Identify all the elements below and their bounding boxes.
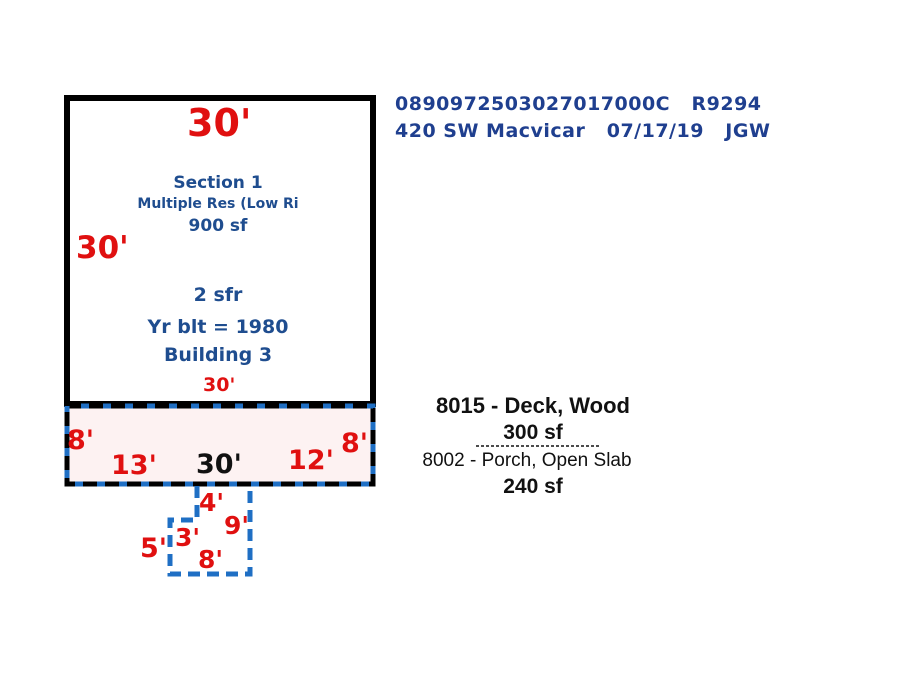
dim-deck-bottom-mid: 30' — [196, 449, 242, 480]
dim-deck-bottom-right: 12' — [288, 445, 334, 476]
section-units: 2 sfr — [193, 284, 243, 306]
dim-main-top: 30' — [187, 101, 252, 145]
legend-porch-code: 8002 - Porch, Open Slab — [422, 450, 632, 471]
deck-outline-blue — [64, 403, 376, 487]
deck-fill — [67, 406, 373, 484]
sketch-date: 07/17/19 — [606, 120, 704, 142]
dim-main-left: 30' — [76, 230, 129, 266]
main-building-outline — [64, 95, 376, 407]
legend-porch-area: 240 sf — [503, 475, 563, 498]
dim-porch-left-outer: 5' — [140, 533, 168, 564]
section-building: Building 3 — [163, 344, 273, 366]
appraiser-initials: JGW — [725, 120, 771, 142]
address: 420 SW Macvicar — [395, 120, 586, 142]
dim-porch-top: 4' — [199, 488, 225, 517]
legend-deck-area: 300 sf — [503, 421, 563, 444]
section-area: 900 sf — [188, 216, 248, 236]
dim-porch-left-inner: 3' — [175, 523, 201, 552]
record-id: R9294 — [691, 93, 762, 115]
dim-porch-right: 9' — [224, 511, 250, 540]
dim-deck-right: 8' — [341, 428, 369, 459]
account-number: 0890972503027017000C — [395, 93, 671, 115]
section-year-built: Yr blt = 1980 — [147, 316, 289, 338]
section-use: Multiple Res (Low Ri — [137, 196, 299, 212]
porch-outline — [167, 486, 253, 577]
header-line-2: 420 SW Macvicar 07/17/19 JGW — [395, 120, 770, 142]
dim-porch-bottom: 8' — [198, 545, 224, 574]
section-title: Section 1 — [173, 173, 263, 193]
deck-outline-black — [64, 403, 376, 487]
dim-main-bottom: 30' — [203, 374, 236, 396]
legend-deck-code: 8015 - Deck, Wood — [436, 393, 630, 418]
header-line-1: 0890972503027017000C R9294 — [395, 93, 762, 115]
dim-deck-left: 8' — [67, 425, 95, 456]
dim-deck-bottom-left: 13' — [111, 450, 157, 481]
